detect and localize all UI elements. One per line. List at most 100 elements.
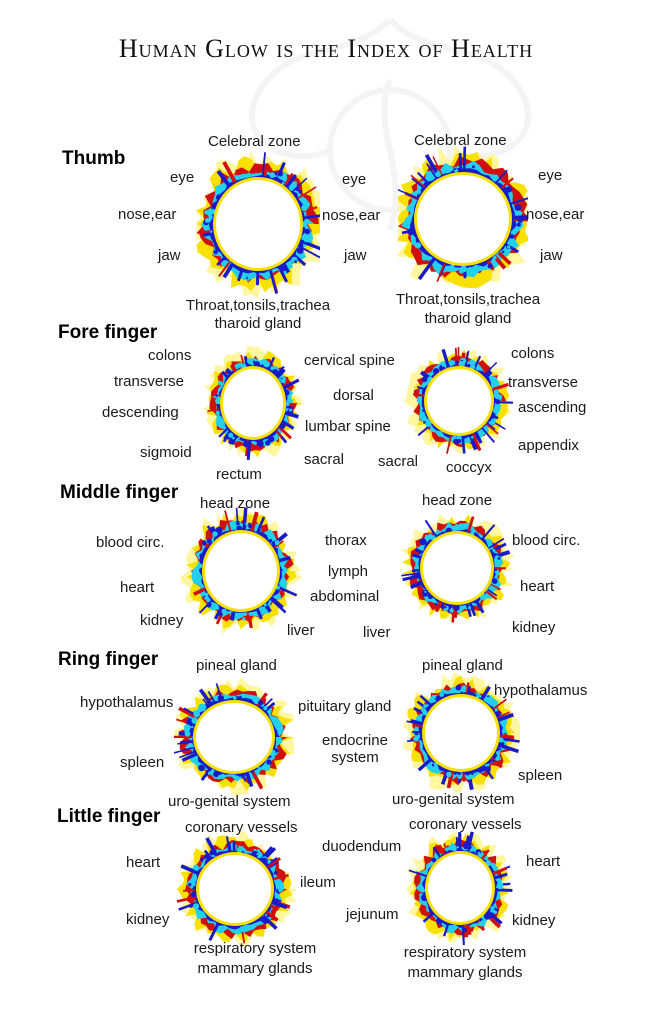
glow-spike <box>513 219 528 222</box>
glow-speckle <box>497 878 502 883</box>
glow-speckle <box>406 205 414 212</box>
glow-spike <box>279 556 291 563</box>
glow-spike <box>474 431 483 444</box>
glow-spike <box>481 427 496 443</box>
glow-speckle <box>517 217 523 223</box>
glow-speckle <box>255 701 259 705</box>
glow-spike <box>285 173 298 188</box>
glow-speckle <box>198 764 205 772</box>
glow-spike <box>265 857 278 867</box>
glow-spike <box>303 214 320 220</box>
label-ring-mid-pituitary: pituitary gland <box>298 698 392 715</box>
glow-speckle <box>421 708 426 713</box>
glow-spike <box>474 599 485 614</box>
glow-spike <box>261 152 266 177</box>
glow-spike <box>229 611 236 621</box>
glow-spike <box>408 869 427 878</box>
glow-core <box>199 855 271 923</box>
glow-speckle <box>497 557 501 560</box>
glow-speckle <box>266 914 270 918</box>
glow-speckle <box>413 735 419 742</box>
glow-middle-left <box>179 506 303 634</box>
glow-speckle <box>241 776 244 779</box>
glow-spike <box>410 719 423 725</box>
glow-spike <box>468 602 477 617</box>
glow-speckle <box>191 717 198 724</box>
glow-speckle <box>193 710 200 718</box>
glow-spike <box>426 163 437 179</box>
glow-speckle <box>495 399 501 405</box>
glow-spike <box>481 849 490 860</box>
glow-spike <box>493 255 507 270</box>
glow-spike <box>416 700 430 711</box>
glow-spike <box>283 378 300 389</box>
label-fore-right-transverse: transverse <box>508 374 579 391</box>
glow-speckle <box>407 217 412 223</box>
glow-speckle <box>186 719 192 725</box>
glow-speckle <box>444 847 449 851</box>
glow-spike <box>510 197 528 205</box>
glow-speckle <box>485 766 491 772</box>
label-ring-mid-system: system <box>331 749 379 766</box>
glow-speckle <box>271 756 275 760</box>
glow-spike <box>286 405 294 409</box>
glow-speckle <box>204 209 210 215</box>
glow-speckle <box>415 562 418 566</box>
glow-speckle <box>487 695 489 698</box>
glow-spike <box>443 923 450 937</box>
label-middle-left-head-zone: head zone <box>200 495 271 512</box>
glow-speckle <box>431 857 437 863</box>
glow-speckle <box>281 182 285 185</box>
glow-spike <box>432 846 441 858</box>
glow-speckle <box>213 604 219 610</box>
label-fore-right-appendix: appendix <box>518 437 579 454</box>
glow-spike <box>490 583 501 590</box>
glow-speckle <box>424 590 427 593</box>
glow-speckle <box>432 767 437 773</box>
glow-spike <box>281 419 295 430</box>
label-middle-mid-abdominal: abdominal <box>310 588 380 605</box>
glow-core <box>196 703 272 771</box>
glow-spike <box>273 873 289 881</box>
glow-spike <box>246 440 252 461</box>
label-thumb-mid-jaw: jaw <box>344 247 367 264</box>
glow-spike <box>513 215 528 220</box>
glow-speckle <box>428 533 433 538</box>
glow-speckle <box>495 711 501 717</box>
glow-speckle <box>243 441 250 448</box>
label-middle-left-kidney: kidney <box>140 612 184 629</box>
glow-spike <box>461 436 466 454</box>
label-ring-right-urogenital: uro-genital system <box>392 791 515 808</box>
glow-core <box>428 854 492 922</box>
glow-speckle <box>440 604 445 609</box>
glow-little-left <box>176 830 296 948</box>
glow-spike <box>434 601 443 613</box>
glow-speckle <box>465 530 468 533</box>
glow-speckle <box>262 917 269 924</box>
glow-spike <box>436 263 446 283</box>
glow-speckle <box>295 187 300 191</box>
glow-speckle <box>304 238 309 243</box>
label-middle-right-kidney: kidney <box>512 619 556 636</box>
glow-spike <box>497 712 514 722</box>
label-thumb-right-eye: eye <box>538 167 563 184</box>
label-thumb-left-jaw: jaw <box>158 247 181 264</box>
glow-spike <box>179 740 193 744</box>
glow-speckle <box>279 581 285 587</box>
label-ring-left-spleen: spleen <box>120 754 165 771</box>
label-middle-left-heart: heart <box>120 579 155 596</box>
glow-speckle <box>453 525 459 530</box>
glow-speckle <box>273 871 278 875</box>
label-fore-left-sacral: sacral <box>304 451 345 468</box>
glow-speckle <box>217 695 224 702</box>
glow-spike <box>432 156 443 176</box>
glow-speckle <box>256 440 264 448</box>
glow-speckle <box>496 750 501 756</box>
label-little-right-coronary: coronary vessels <box>409 816 522 833</box>
glow-speckle <box>406 231 410 234</box>
glow-spike <box>438 844 445 855</box>
glow-spike <box>447 604 452 614</box>
glow-spike <box>218 427 229 438</box>
glow-core <box>223 369 283 437</box>
